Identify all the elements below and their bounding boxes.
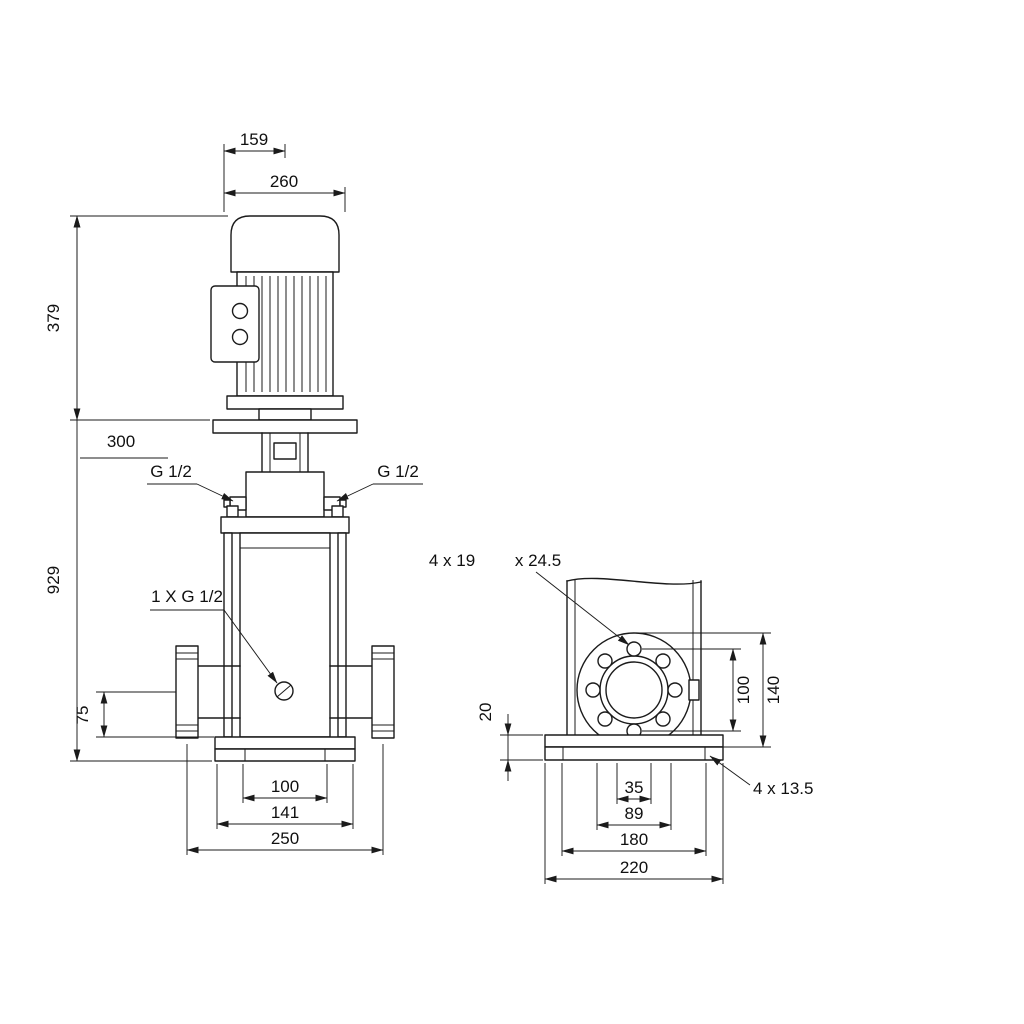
staybolt-nut-right xyxy=(331,505,344,518)
staybolt-nut-left xyxy=(226,505,239,518)
label-flange-holes: 4 x 19 x 24.5 xyxy=(429,551,630,646)
bolt-hole xyxy=(585,682,601,698)
drain-plug xyxy=(274,681,294,701)
dim-300: 300 xyxy=(80,432,168,459)
label-base-holes: 4 x 13.5 xyxy=(709,755,814,798)
dim-379: 379 xyxy=(44,215,228,421)
dim-250: 250 xyxy=(186,744,384,855)
dim-141-label: 141 xyxy=(271,803,299,822)
dim-220: 220 xyxy=(544,763,724,884)
dim-75: 75 xyxy=(73,691,214,738)
coupling xyxy=(273,442,297,460)
coupling-guard xyxy=(261,432,309,473)
flange-holes-label: 4 x 19 xyxy=(429,551,475,570)
side-view-object xyxy=(544,577,724,761)
pump-head xyxy=(245,471,325,518)
pump-base xyxy=(214,736,356,762)
dim-100-front-label: 100 xyxy=(271,777,299,796)
gauge-right-label: G 1/2 xyxy=(377,462,419,481)
dim-929: 929 xyxy=(44,215,212,762)
bolt-hole xyxy=(597,653,613,669)
terminal-box xyxy=(210,285,260,363)
dim-89: 89 xyxy=(596,763,672,830)
dim-159: 159 xyxy=(223,130,286,212)
break-line xyxy=(566,577,702,585)
drain-label: 1 X G 1/2 xyxy=(151,587,223,606)
bolt-hole xyxy=(655,653,671,669)
dim-250-label: 250 xyxy=(271,829,299,848)
dim-35: 35 xyxy=(616,763,652,804)
bolt-holes xyxy=(585,641,683,739)
gauge-left-label: G 1/2 xyxy=(150,462,192,481)
bolt-hole xyxy=(597,711,613,727)
dim-100-side-label: 100 xyxy=(734,676,753,704)
dim-260: 260 xyxy=(223,172,346,212)
dim-379-label: 379 xyxy=(44,304,63,332)
discharge-flange xyxy=(329,645,395,739)
motor-flange xyxy=(226,395,344,410)
label-gauge-right: G 1/2 xyxy=(336,462,423,502)
dim-159-label: 159 xyxy=(240,130,268,149)
dim-260-label: 260 xyxy=(270,172,298,191)
staybolt-strip-left xyxy=(223,532,233,738)
dim-20-label: 20 xyxy=(476,703,495,722)
dim-180-label: 180 xyxy=(620,830,648,849)
dim-141: 141 xyxy=(216,764,354,829)
label-drain: 1 X G 1/2 xyxy=(150,587,278,684)
base-holes-label: 4 x 13.5 xyxy=(753,779,814,798)
front-view-object xyxy=(175,215,395,762)
dim-100-side: 100 xyxy=(642,648,753,732)
flange-tab xyxy=(688,679,700,701)
dim-220-label: 220 xyxy=(620,858,648,877)
dim-929-label: 929 xyxy=(44,566,63,594)
label-gauge-left: G 1/2 xyxy=(147,462,234,502)
bolt-hole xyxy=(655,711,671,727)
cable-gland-top xyxy=(231,302,249,320)
dim-140: 140 xyxy=(640,632,783,748)
dim-180: 180 xyxy=(561,763,707,856)
front-view-dimensions: 159 260 379 929 300 75 G 1/ xyxy=(44,130,423,855)
dim-75-label: 75 xyxy=(73,706,92,725)
cable-gland-bottom xyxy=(231,328,249,346)
side-base xyxy=(544,734,724,761)
dim-140-label: 140 xyxy=(764,676,783,704)
dim-35-label: 35 xyxy=(625,778,644,797)
motor-fan-cover xyxy=(230,215,340,273)
bolt-hole xyxy=(667,682,683,698)
side-view-dimensions: 4 x 19 x 24.5 20 100 140 4 x 13.5 xyxy=(429,551,814,884)
head-flange xyxy=(220,516,350,534)
flange-holes-suffix-label: x 24.5 xyxy=(515,551,561,570)
dim-89-label: 89 xyxy=(625,804,644,823)
dim-300-label: 300 xyxy=(107,432,135,451)
shaft-housing xyxy=(258,408,312,421)
pump-column xyxy=(566,577,702,736)
dim-20: 20 xyxy=(476,703,543,781)
pump-sleeve xyxy=(239,532,331,738)
bolt-hole xyxy=(626,641,642,657)
motor-stool-plate xyxy=(212,419,358,434)
staybolt-strip-right xyxy=(337,532,347,738)
dim-100-front: 100 xyxy=(242,764,328,803)
flange-bore xyxy=(605,661,663,719)
